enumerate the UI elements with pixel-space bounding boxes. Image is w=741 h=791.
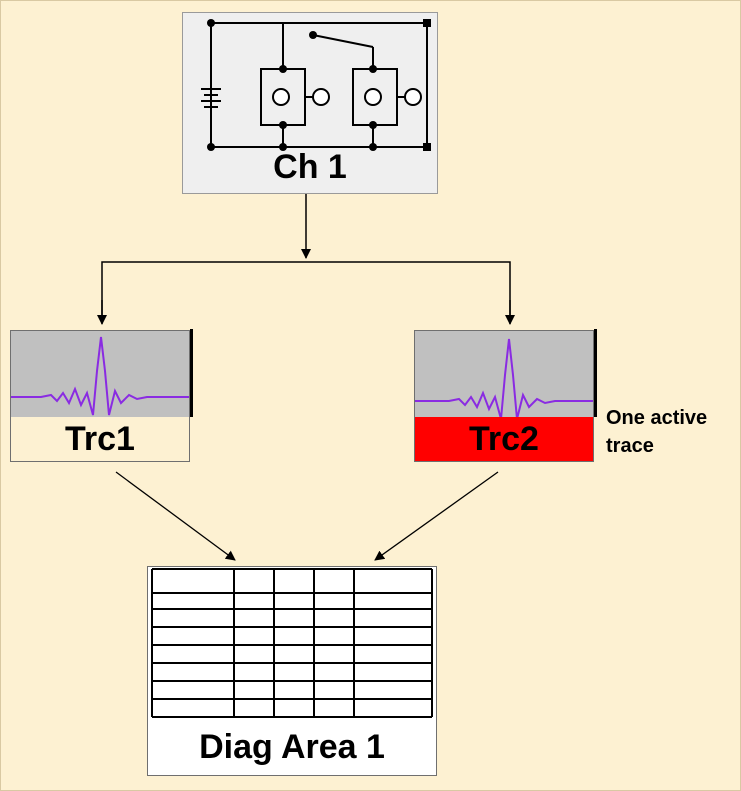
trace-2-edge	[594, 329, 597, 417]
channel-box: Ch 1	[182, 12, 438, 194]
trace-1-box: Trc1	[10, 329, 193, 462]
diagram-area-box: Diag Area 1	[147, 566, 437, 776]
trace-1-label: Trc1	[65, 420, 135, 458]
trace-1-edge	[190, 329, 193, 417]
active-trace-note: One active trace	[606, 404, 707, 460]
trace-2-plot	[415, 331, 593, 417]
trc1-to-diag-arrow	[115, 471, 236, 561]
split-line	[101, 261, 511, 322]
trace-1-plot	[11, 331, 189, 417]
grid-icon	[151, 568, 433, 718]
trc2-to-diag-arrow	[374, 471, 499, 561]
trace-2-label: Trc2	[469, 420, 539, 458]
diagram-area-label: Diag Area 1	[199, 728, 385, 766]
circuit-icon	[201, 19, 431, 151]
waveform-icon	[11, 336, 189, 416]
active-trace-note-line1: One active	[606, 407, 708, 429]
channel-label: Ch 1	[273, 148, 347, 186]
waveform-icon	[415, 338, 593, 417]
trace-2-box: Trc2	[414, 329, 597, 462]
active-trace-note-line2: trace	[606, 435, 654, 457]
trace-1-label-bar: Trc1	[11, 417, 189, 461]
trace-2-label-bar: Trc2	[415, 417, 593, 461]
